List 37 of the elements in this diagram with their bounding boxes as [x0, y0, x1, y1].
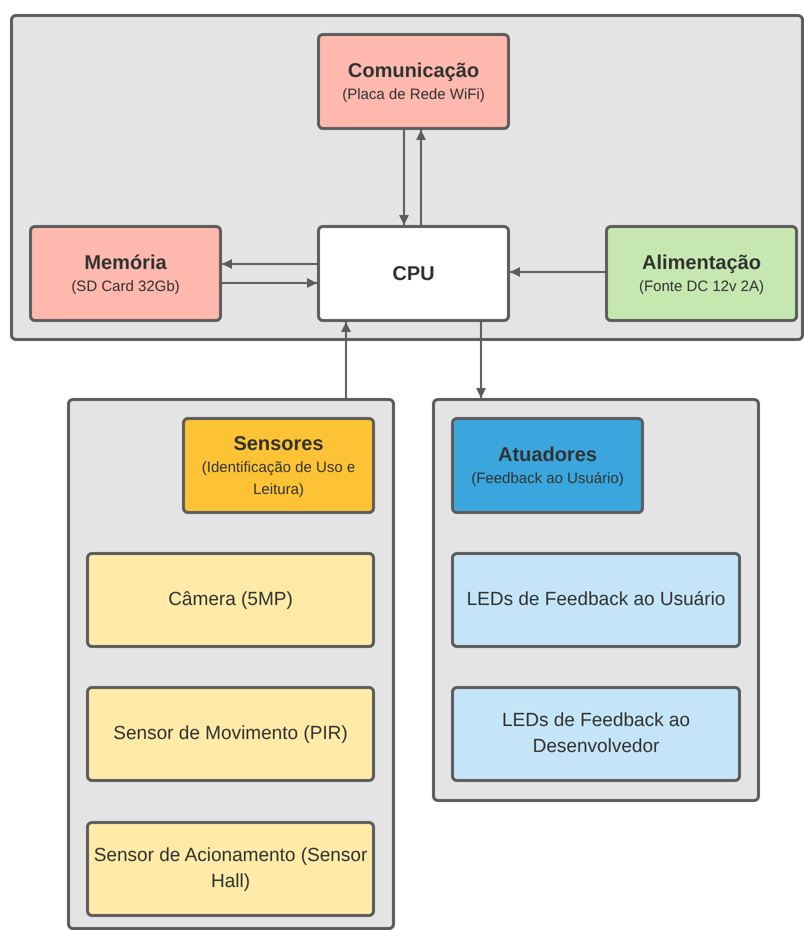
- group-panel: [67, 398, 395, 930]
- box-subtitle: (Feedback ao Usuário): [471, 468, 624, 488]
- component-box: [451, 552, 741, 648]
- component-box: [86, 552, 375, 648]
- component-box: [451, 686, 741, 782]
- box-subtitle: (SD Card 32Gb): [71, 276, 180, 296]
- box-title: Alimentação: [642, 250, 761, 276]
- box-label: Sensor de Movimento (PIR): [113, 722, 348, 746]
- box-label: LEDs de Feedback ao Desenvolvedor: [500, 709, 691, 759]
- component-box: [605, 225, 798, 322]
- group-header-box: [182, 417, 375, 514]
- group-header-box: [451, 417, 644, 514]
- arrow: [399, 130, 409, 225]
- top-panel: [10, 14, 804, 341]
- box-title: Comunicação: [348, 58, 480, 84]
- component-box: [29, 225, 222, 322]
- arrow: [222, 259, 317, 269]
- component-box: [317, 33, 510, 130]
- box-label: Sensor de Acionamento (Sensor Hall): [93, 844, 368, 894]
- box-subtitle: (Fonte DC 12v 2A): [638, 276, 764, 296]
- group-panel: [432, 398, 760, 802]
- arrow: [341, 322, 351, 398]
- box-label: LEDs de Feedback ao Usuário: [466, 588, 726, 612]
- arrow: [222, 278, 317, 288]
- component-box: [317, 225, 510, 322]
- box-title: Memória: [84, 250, 167, 276]
- arrow: [476, 322, 486, 398]
- box-title: Sensores: [233, 432, 324, 456]
- component-box: [86, 821, 375, 917]
- box-title: CPU: [392, 262, 435, 286]
- arrow: [510, 267, 605, 277]
- box-label: Câmera (5MP): [168, 588, 293, 612]
- box-subtitle: (Identificação de Uso e Leitura): [200, 458, 356, 500]
- box-subtitle: (Placa de Rede WiFi): [342, 84, 485, 104]
- component-box: [86, 686, 375, 782]
- arrow: [416, 130, 426, 225]
- box-title: Atuadores: [498, 442, 597, 468]
